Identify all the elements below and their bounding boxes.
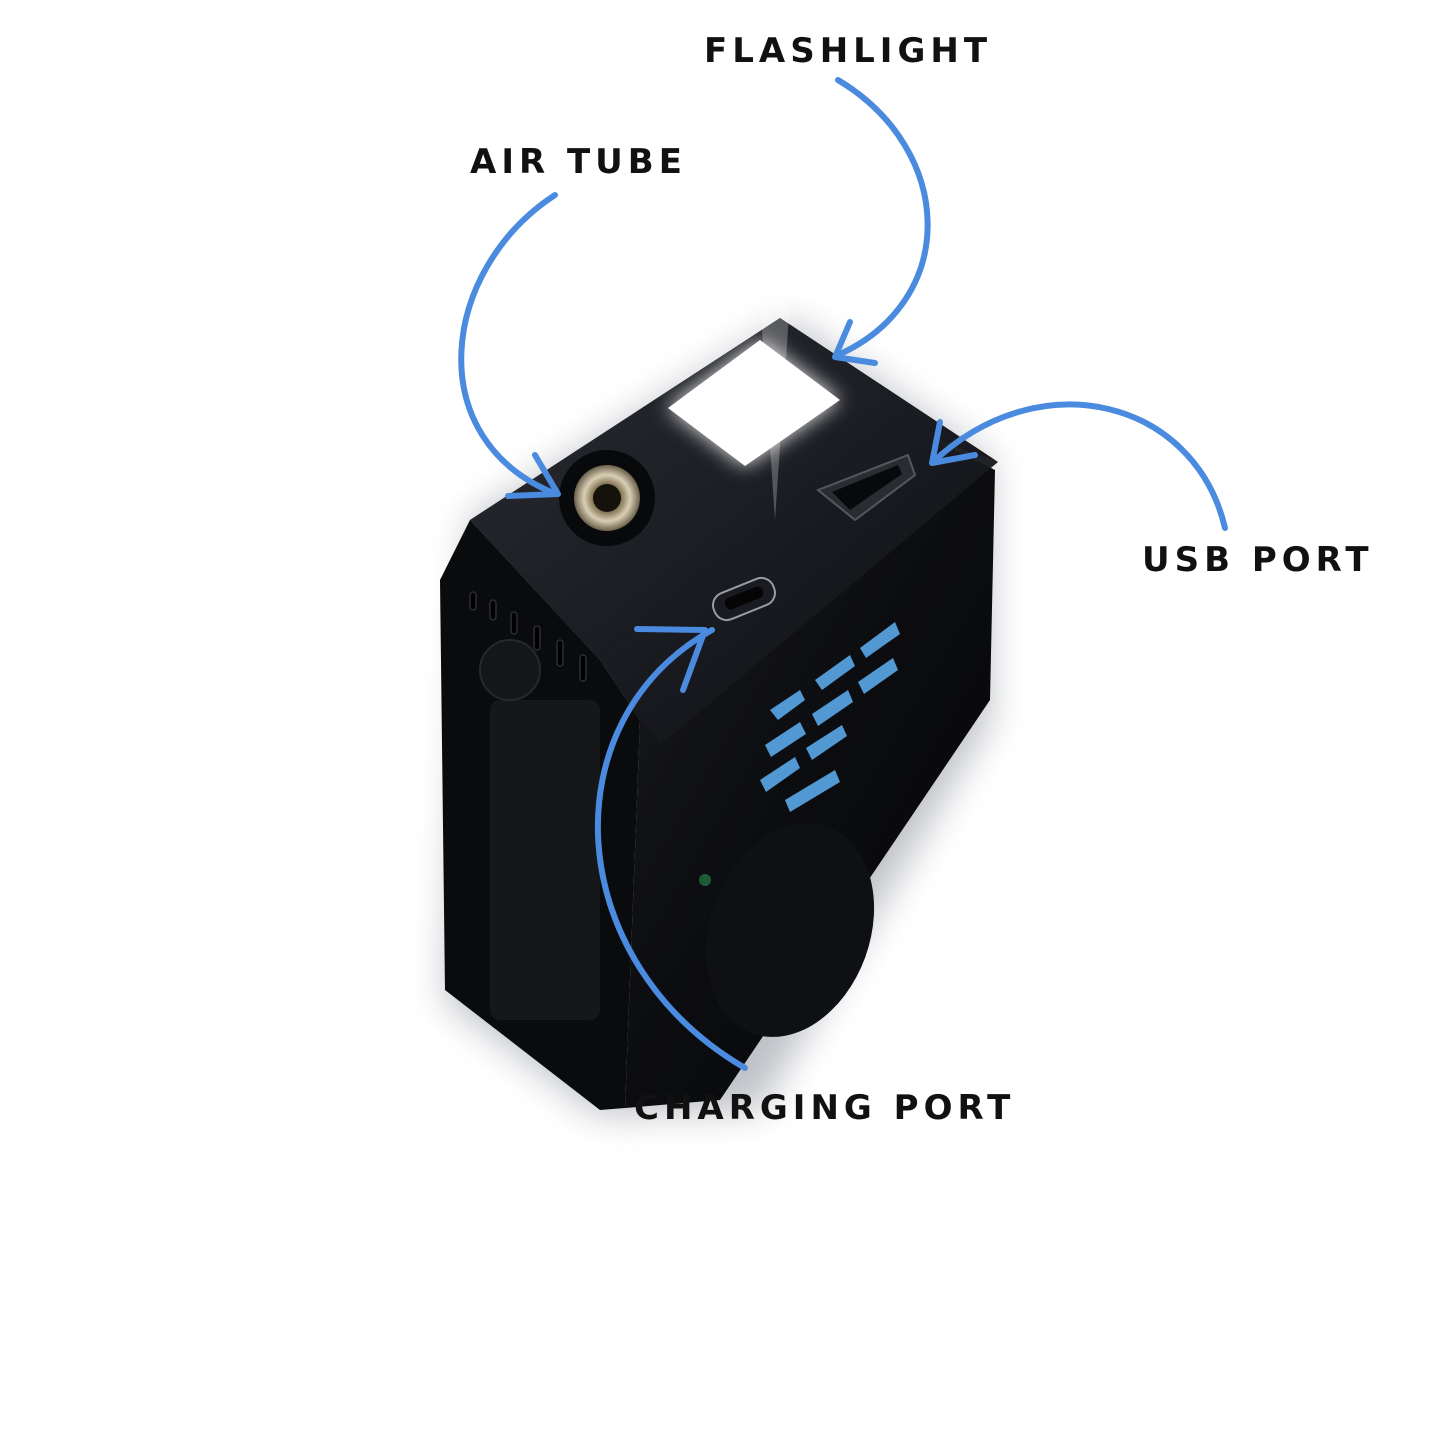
- control-dial: [705, 823, 875, 1037]
- flashlight-lens: [668, 300, 840, 520]
- flashlight-label: FLASHLIGHT: [704, 31, 993, 71]
- flashlight-arrow: [835, 77, 931, 358]
- status-led: [699, 874, 711, 886]
- pressure-display: [760, 622, 900, 812]
- flashlight-arrowhead: [832, 319, 878, 366]
- usb-port-label: USB PORT: [1142, 540, 1374, 580]
- side-button: [479, 639, 541, 701]
- charging-arrowhead: [634, 626, 708, 693]
- air-compressor-device: [440, 300, 998, 1110]
- side-grille: [490, 700, 600, 1020]
- usb-arrowhead: [929, 419, 978, 466]
- annotation-arrows: [458, 77, 1228, 1071]
- air-tube-valve: [559, 450, 655, 546]
- air-tube-label: AIR TUBE: [470, 142, 687, 182]
- air-tube-arrowhead: [505, 452, 561, 499]
- air-tube-arrow: [458, 192, 559, 497]
- side-vents: [469, 591, 587, 682]
- charging-arrow: [594, 627, 748, 1071]
- usb-port: [816, 453, 917, 522]
- charging-port-label: CHARGING PORT: [634, 1088, 1016, 1128]
- charging-port: [712, 576, 776, 622]
- usb-arrow: [929, 401, 1228, 531]
